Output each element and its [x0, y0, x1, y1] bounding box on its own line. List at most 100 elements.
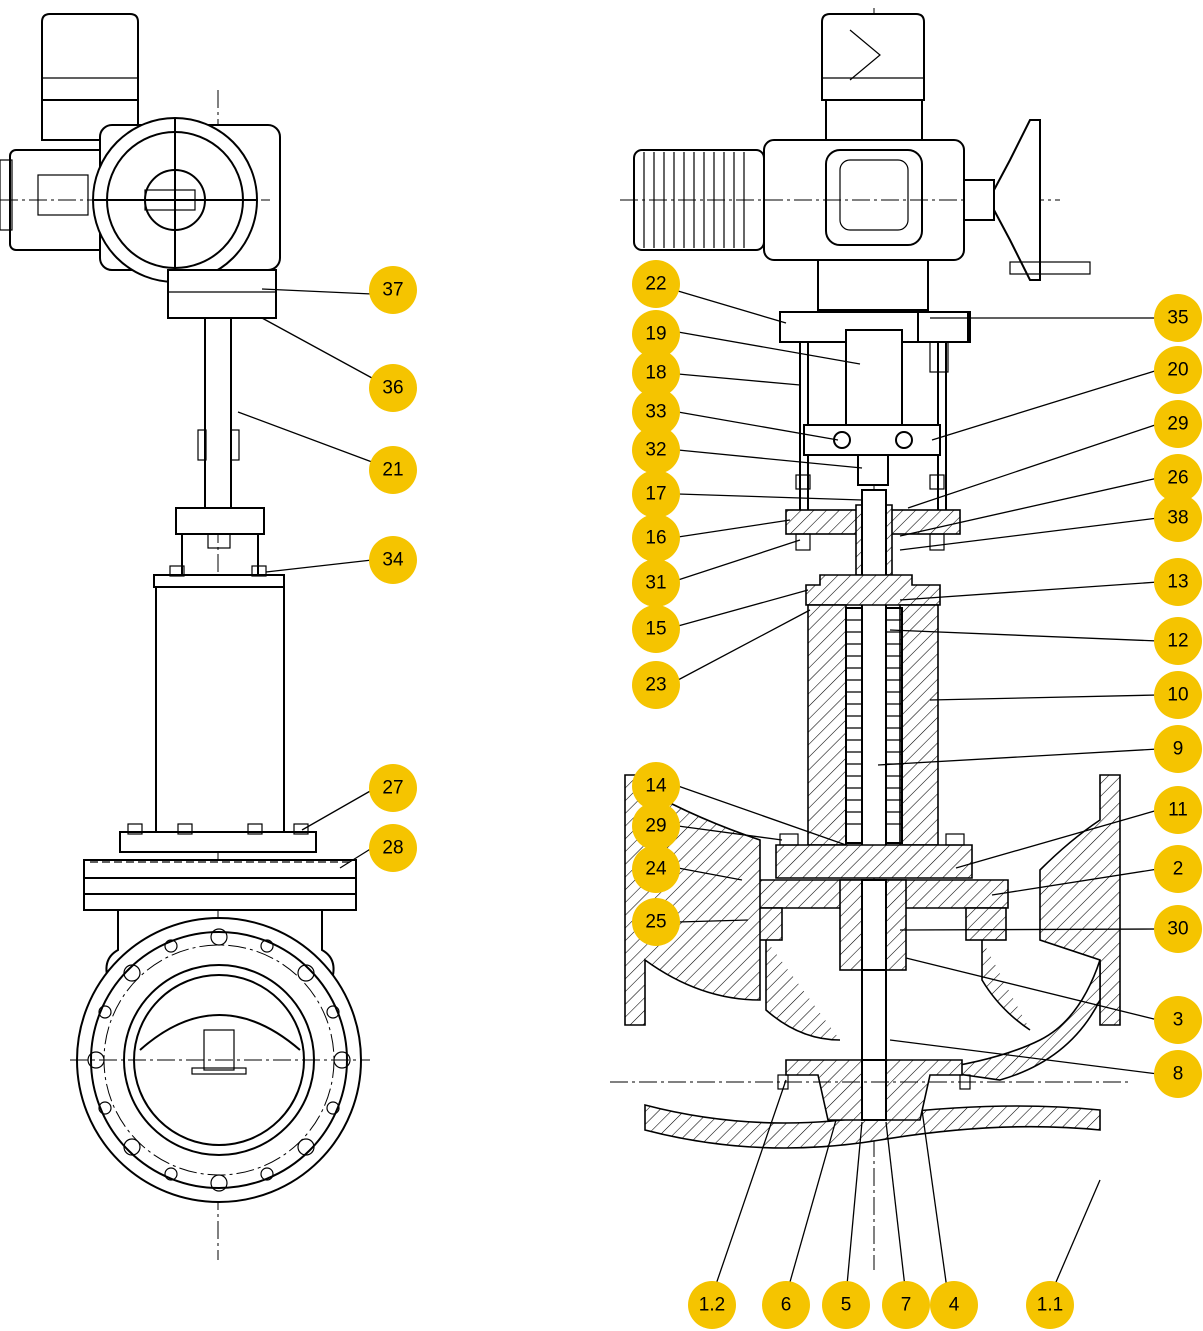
right-handwheel	[993, 119, 1041, 281]
right-bonnet-wall-left	[807, 604, 847, 846]
right-body-outlet	[1039, 774, 1121, 1026]
svg-text:34: 34	[382, 550, 404, 571]
left-body-flange-upper	[83, 859, 357, 879]
callout-24: 24	[632, 845, 680, 893]
callout-17: 17	[632, 470, 680, 518]
right-motor-cap	[821, 13, 925, 101]
svg-text:2: 2	[1173, 859, 1184, 880]
callout-38: 38	[1154, 494, 1202, 542]
svg-text:9: 9	[1173, 739, 1184, 760]
right-body-bottom	[644, 1103, 1101, 1149]
left-bonnet-flange	[119, 831, 317, 853]
callout-9: 9	[1154, 725, 1202, 773]
callout-33: 33	[632, 388, 680, 436]
callout-34: 34	[369, 536, 417, 584]
svg-text:33: 33	[645, 402, 666, 423]
callout-11: 11	[1154, 786, 1202, 834]
callout-27: 27	[369, 764, 417, 812]
svg-text:18: 18	[645, 363, 666, 384]
callout-7: 7	[882, 1281, 930, 1329]
callout-36: 36	[369, 364, 417, 412]
svg-text:17: 17	[645, 484, 666, 505]
left-coupling-block	[167, 269, 277, 319]
callout-14: 14	[632, 762, 680, 810]
right-bonnet-flange	[775, 844, 973, 879]
right-motor-neck	[825, 99, 923, 141]
svg-text:29: 29	[645, 816, 666, 837]
callout-3: 3	[1154, 996, 1202, 1044]
callout-30: 30	[1154, 905, 1202, 953]
svg-text:15: 15	[645, 619, 666, 640]
callout-2: 2	[1154, 845, 1202, 893]
callout-21: 21	[369, 446, 417, 494]
svg-text:29: 29	[1167, 414, 1188, 435]
callout-12: 12	[1154, 617, 1202, 665]
callout-28: 28	[369, 824, 417, 872]
svg-text:14: 14	[645, 776, 667, 797]
svg-text:16: 16	[645, 528, 666, 549]
svg-text:20: 20	[1167, 360, 1188, 381]
callout-1-2: 1.2	[688, 1281, 736, 1329]
callout-8: 8	[1154, 1050, 1202, 1098]
svg-text:1.2: 1.2	[699, 1295, 725, 1316]
svg-text:3: 3	[1173, 1010, 1184, 1031]
svg-text:12: 12	[1167, 631, 1188, 652]
right-handwheel-hub	[963, 179, 995, 221]
svg-text:30: 30	[1167, 919, 1188, 940]
svg-text:7: 7	[901, 1295, 912, 1316]
svg-text:6: 6	[781, 1295, 792, 1316]
svg-text:4: 4	[949, 1295, 960, 1316]
callout-4: 4	[930, 1281, 978, 1329]
right-bonnet-top	[805, 574, 941, 606]
right-stem	[861, 489, 887, 871]
svg-text:24: 24	[645, 859, 667, 880]
right-body-seat-web	[929, 959, 1101, 1081]
svg-text:1.1: 1.1	[1037, 1295, 1063, 1316]
svg-text:11: 11	[1168, 800, 1188, 821]
leader-lines	[237, 288, 1159, 1297]
svg-text:32: 32	[645, 440, 666, 461]
callout-16: 16	[632, 514, 680, 562]
callout-23: 23	[632, 661, 680, 709]
callouts: 37 36 21 34 27 28 22 19 18 33 32 17 16 3…	[369, 260, 1202, 1329]
right-body-neck	[765, 940, 1031, 1041]
callout-22: 22	[632, 260, 680, 308]
left-stem-nut	[175, 507, 265, 535]
callout-32: 32	[632, 426, 680, 474]
right-control-unit	[825, 149, 923, 246]
svg-text:37: 37	[382, 280, 403, 301]
svg-text:31: 31	[645, 573, 666, 594]
callout-25: 25	[632, 898, 680, 946]
right-bonnet-wall-right	[899, 604, 939, 846]
svg-text:5: 5	[841, 1295, 852, 1316]
svg-text:25: 25	[645, 912, 666, 933]
right-actuator-base	[817, 259, 929, 311]
svg-text:21: 21	[382, 460, 403, 481]
svg-text:28: 28	[382, 838, 403, 859]
right-section-view	[610, 8, 1130, 1270]
svg-text:27: 27	[382, 778, 403, 799]
svg-text:19: 19	[645, 324, 666, 345]
callout-19: 19	[632, 310, 680, 358]
left-bonnet-extension	[155, 586, 285, 833]
callout-15: 15	[632, 605, 680, 653]
left-bonnet-top-flange	[153, 574, 285, 588]
callout-10: 10	[1154, 671, 1202, 719]
left-body-flange-lower	[83, 877, 357, 895]
right-stem-upper	[845, 329, 903, 426]
svg-text:38: 38	[1167, 508, 1188, 529]
svg-text:35: 35	[1167, 308, 1188, 329]
svg-text:13: 13	[1167, 572, 1188, 593]
callout-5: 5	[822, 1281, 870, 1329]
svg-text:8: 8	[1173, 1064, 1184, 1085]
callout-37: 37	[369, 266, 417, 314]
callout-29-left: 29	[632, 802, 680, 850]
callout-13: 13	[1154, 558, 1202, 606]
callout-31: 31	[632, 559, 680, 607]
callout-1-1: 1.1	[1026, 1281, 1074, 1329]
svg-text:36: 36	[382, 378, 403, 399]
left-stem	[204, 317, 232, 509]
callout-29-right: 29	[1154, 400, 1202, 448]
right-stem-connector	[803, 424, 941, 456]
